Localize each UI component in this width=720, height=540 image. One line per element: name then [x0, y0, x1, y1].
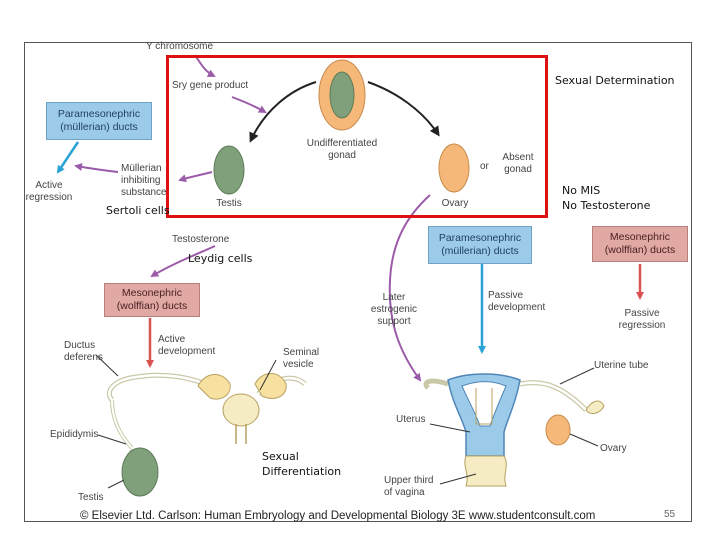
- active-regression-arrow: [56, 141, 80, 174]
- sry-arrow: [231, 96, 267, 113]
- uterus-label: Uterus: [396, 414, 426, 425]
- testis-top-label: Testis: [216, 198, 242, 209]
- arrow-to-ovary: [367, 81, 440, 137]
- sertoli-cells-annotation: Sertoli cells: [106, 204, 170, 217]
- ovary-top-label: Ovary: [441, 198, 469, 209]
- testosterone-arrow: [150, 245, 216, 278]
- mesonephric-ducts-left-box: Mesonephric(wolffian) ducts: [104, 283, 200, 317]
- paramesonephric-ducts-left-box: Paramesonephric(müllerian) ducts: [46, 102, 152, 140]
- y-chromosome-label: Y chromosome: [146, 41, 214, 52]
- sexual-determination-highlight: [166, 55, 548, 218]
- leydig-cells-annotation: Leydig cells: [188, 252, 253, 265]
- testis-bottom-shape: [121, 447, 159, 497]
- epididymis-label: Epididymis: [50, 429, 99, 440]
- copyright-footer: © Elsevier Ltd. Carlson: Human Embryolog…: [80, 510, 596, 522]
- mis-arrow: [178, 171, 213, 183]
- arrow-to-testis: [249, 81, 317, 143]
- testosterone-label: Testosterone: [172, 234, 230, 245]
- male-tract-illustration: [106, 372, 307, 497]
- page-number: 55: [664, 509, 676, 520]
- uterine-tube-label: Uterine tube: [594, 360, 649, 371]
- paramesonephric-ducts-right-box: Paramesonephric(müllerian) ducts: [428, 226, 532, 264]
- or-label: or: [480, 161, 489, 172]
- female-tract-illustration: [423, 373, 605, 487]
- mis-to-paramesonephric-arrow: [74, 163, 119, 173]
- ovary-bottom-label: Ovary: [600, 443, 627, 454]
- testis-bottom-label: Testis: [78, 492, 104, 503]
- sry-label: Sry gene product: [172, 80, 249, 91]
- estrogenic-support-arrow: [388, 194, 431, 382]
- testis-gonad: [213, 145, 245, 195]
- ovary-bottom-shape: [545, 414, 571, 446]
- undifferentiated-gonad-inner: [329, 71, 355, 119]
- sexual-determination-annotation: Sexual Determination: [555, 74, 675, 87]
- ovary-gonad: [438, 143, 470, 193]
- mesonephric-ducts-right-box: Mesonephric(wolffian) ducts: [592, 226, 688, 262]
- figure-frame: [24, 42, 692, 522]
